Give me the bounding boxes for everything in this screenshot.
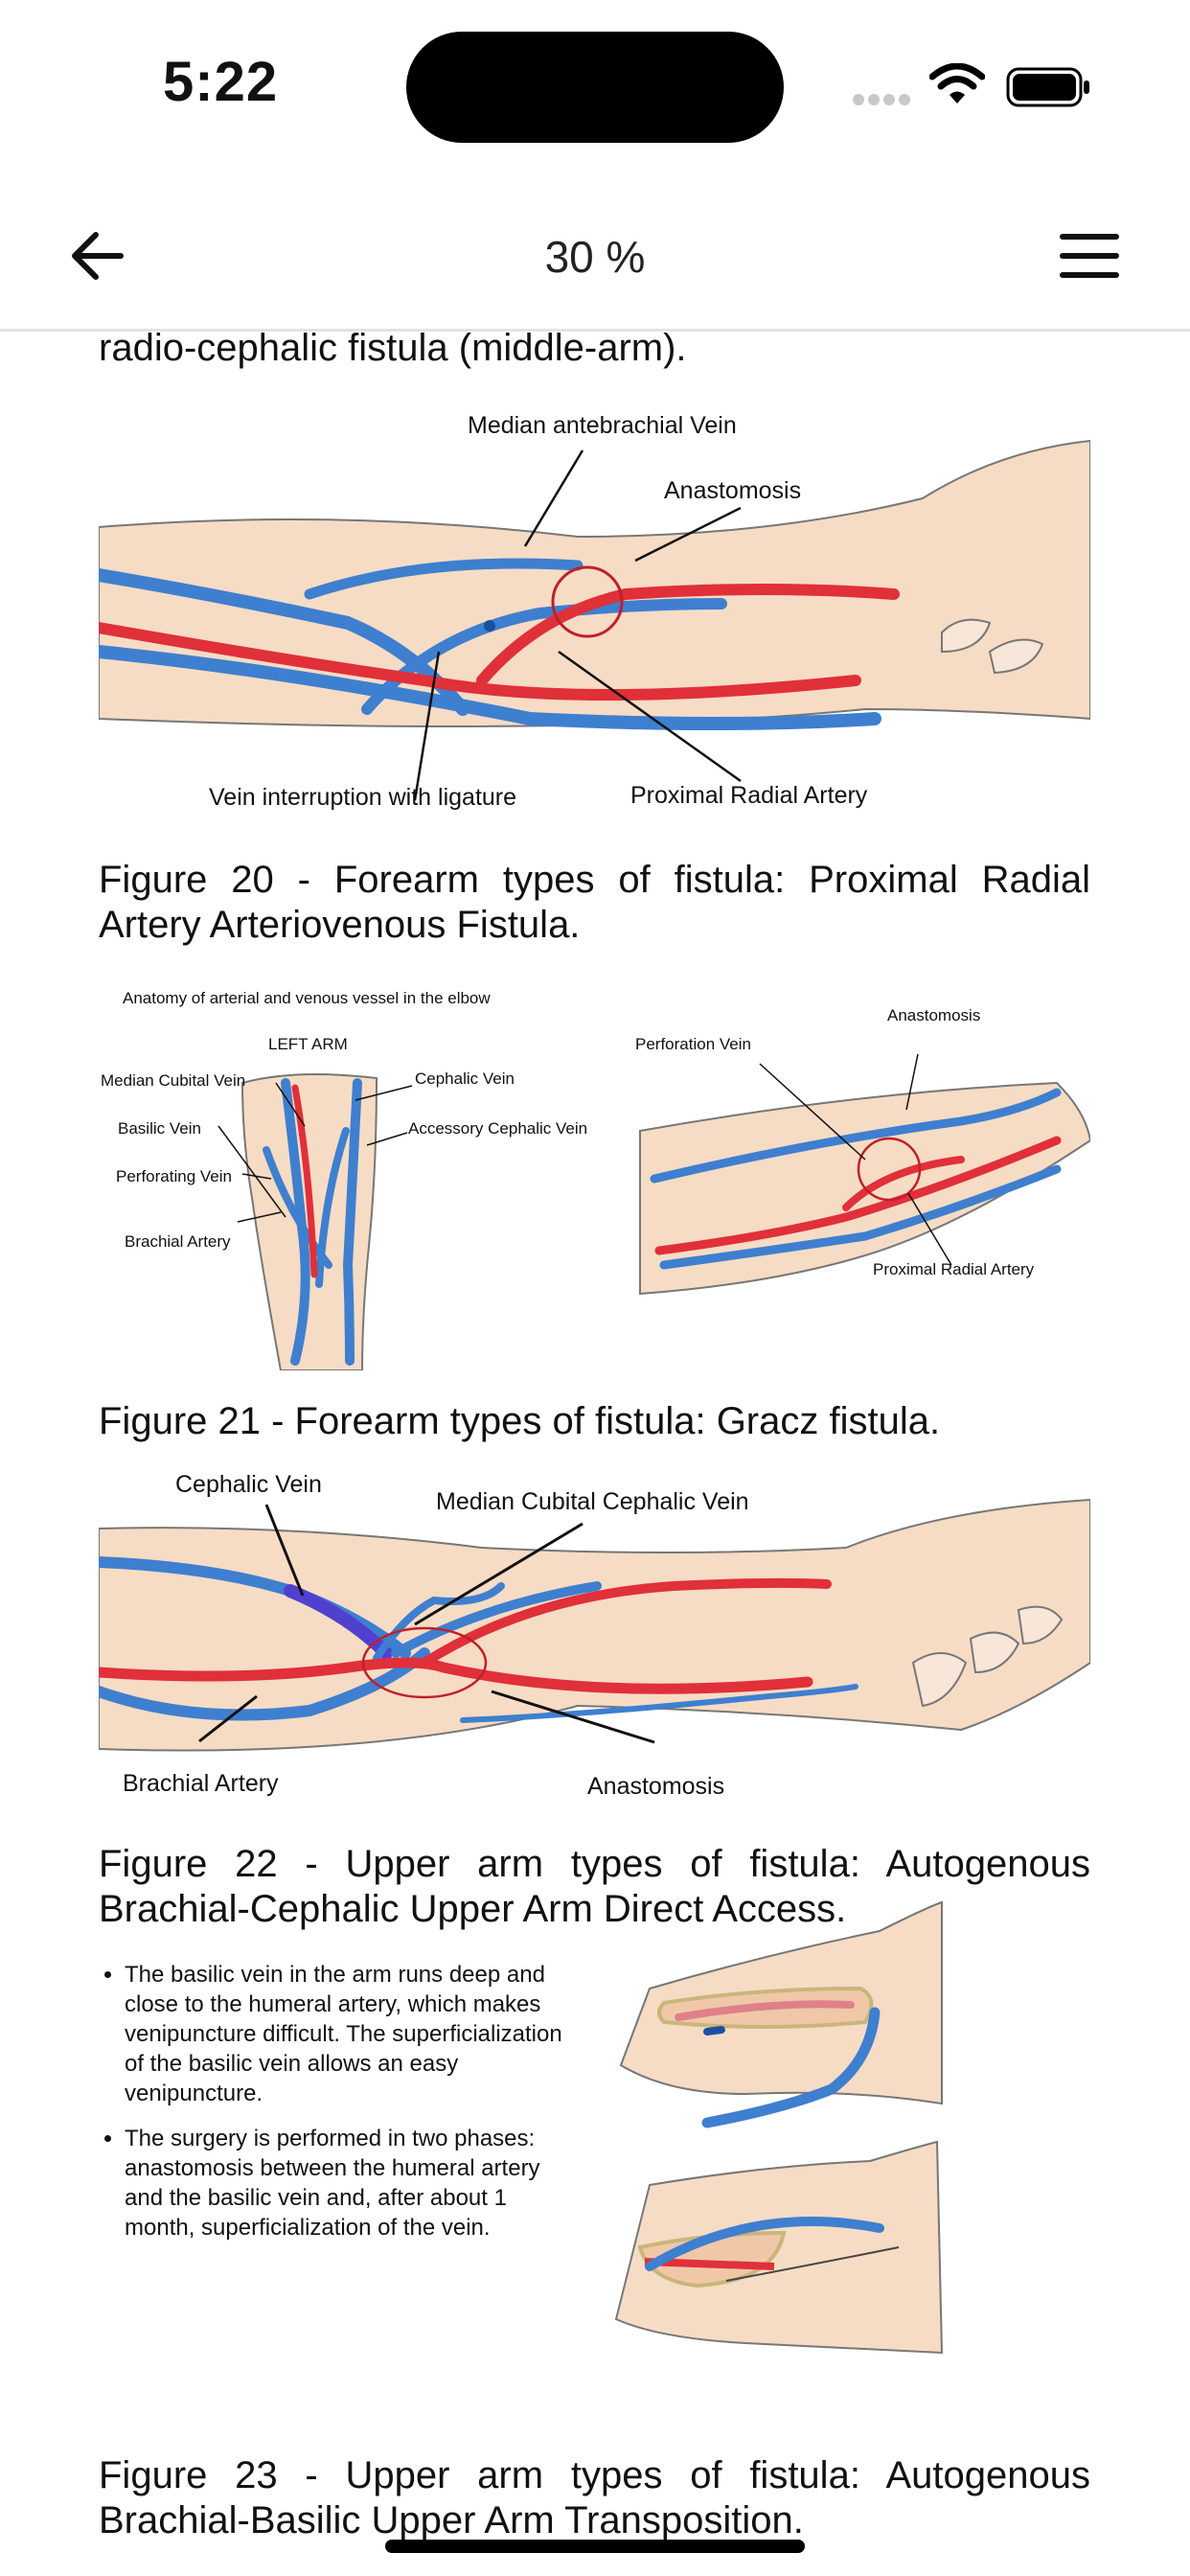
label-left-arm: LEFT ARM [268, 1035, 348, 1053]
menu-icon[interactable] [1059, 225, 1120, 287]
label-median-antebrachial-vein: Median antebrachial Vein [468, 412, 737, 439]
label-perforation-vein: Perforation Vein [635, 1035, 751, 1053]
label-anastomosis-21: Anastomosis [887, 1006, 981, 1024]
figure-21-caption: Figure 21 - Forearm types of fistula: Gr… [99, 1400, 941, 1442]
label-proximal-radial-artery: Proximal Radial Artery [630, 782, 868, 809]
label-anastomosis: Anastomosis [664, 477, 802, 504]
figure-23-illustration: The basilic vein in the arm runs deep an… [99, 1900, 1090, 2420]
label-median-cubital-vein: Median Cubital Vein [101, 1071, 246, 1090]
figure-23-bullets: The basilic vein in the arm runs deep an… [99, 1960, 575, 2258]
battery-icon [1006, 67, 1089, 107]
label-perforating-vein: Perforating Vein [116, 1167, 232, 1185]
cellular-signal-icon [853, 93, 914, 110]
label-cephalic-vein: Cephalic Vein [415, 1070, 515, 1088]
home-indicator[interactable] [385, 2540, 805, 2553]
figure-20-illustration: Median antebrachial Vein Anastomosis Vei… [99, 393, 1090, 824]
label-basilic-vein: Basilic Vein [118, 1119, 201, 1138]
bullet-item: The surgery is performed in two phases: … [125, 2124, 575, 2242]
paragraph-text: radio-cephalic fistula (middle-arm). [99, 327, 687, 369]
figure-22-illustration: Cephalic Vein Median Cubital Cephalic Ve… [99, 1471, 1090, 1826]
label-vein-interruption: Vein interruption with ligature [209, 784, 517, 811]
label-brachial-artery: Brachial Artery [125, 1232, 231, 1251]
reading-progress: 30 % [544, 232, 646, 282]
back-arrow-icon[interactable] [67, 225, 128, 287]
wifi-icon [929, 63, 985, 104]
figure-21-illustration: Anatomy of arterial and venous vessel in… [99, 978, 1090, 1370]
label-accessory-cephalic-vein: Accessory Cephalic Vein [408, 1119, 588, 1138]
bullet-item: The basilic vein in the arm runs deep an… [125, 1960, 575, 2108]
label-elbow-anatomy-title: Anatomy of arterial and venous vessel in… [123, 989, 491, 1007]
reader-nav-bar: 30 % [0, 187, 1190, 332]
dynamic-island [406, 32, 784, 143]
figure-20-caption: Figure 20 - Forearm types of fistula: Pr… [99, 859, 1090, 946]
figure-23-caption: Figure 23 - Upper arm types of fistula: … [99, 2454, 1090, 2542]
label-brachial-artery-22: Brachial Artery [123, 1770, 279, 1797]
label-proximal-radial-artery-21: Proximal Radial Artery [873, 1260, 1035, 1278]
status-time: 5:22 [163, 51, 279, 113]
status-bar: 5:22 [0, 0, 1190, 172]
label-anastomosis-22: Anastomosis [587, 1773, 725, 1800]
label-median-cubital-cephalic-vein: Median Cubital Cephalic Vein [436, 1488, 749, 1515]
label-cephalic-vein-22: Cephalic Vein [175, 1471, 322, 1498]
figure-22-caption: Figure 22 - Upper arm types of fistula: … [99, 1843, 1090, 1930]
